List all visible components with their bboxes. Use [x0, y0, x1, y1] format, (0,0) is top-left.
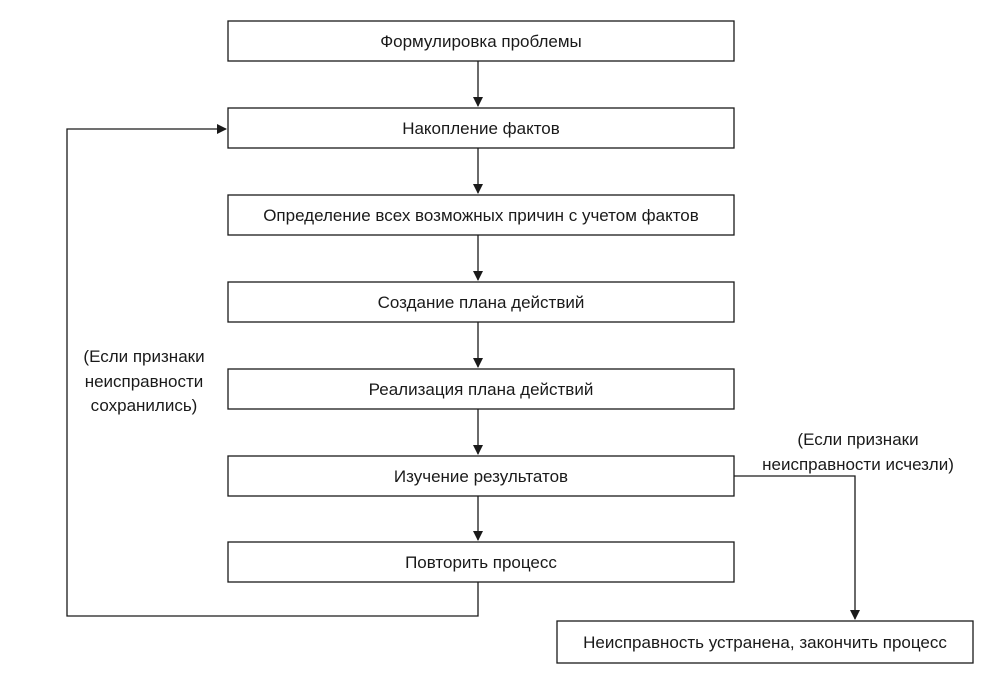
step-label: Определение всех возможных причин с учет…	[263, 206, 699, 225]
note-line: неисправности	[85, 372, 204, 391]
step-identify-causes: Определение всех возможных причин с учет…	[227, 194, 735, 236]
note-line: сохранились)	[91, 396, 198, 415]
step-study-results: Изучение результатов	[227, 455, 735, 497]
step-label: Реализация плана действий	[369, 380, 594, 399]
step-execute-plan: Реализация плана действий	[227, 368, 735, 410]
step-repeat-process: Повторить процесс	[227, 541, 735, 583]
step-label: Формулировка проблемы	[380, 32, 582, 51]
arrow-loop-back-to-collect	[66, 124, 479, 617]
end-step-label: Неисправность устранена, закончить проце…	[583, 633, 947, 652]
exit-condition-note: (Если признаки неисправности исчезли)	[762, 430, 954, 474]
step-label: Изучение результатов	[394, 467, 568, 486]
step-create-plan: Создание плана действий	[227, 281, 735, 323]
step-collect-facts: Накопление фактов	[227, 107, 735, 149]
loop-condition-note: (Если признаки неисправности сохранились…	[83, 347, 204, 415]
step-label: Создание плана действий	[378, 293, 585, 312]
note-line: неисправности исчезли)	[762, 455, 954, 474]
step-end-process: Неисправность устранена, закончить проце…	[556, 620, 974, 664]
step-formulate-problem: Формулировка проблемы	[227, 20, 735, 62]
step-label: Повторить процесс	[405, 553, 557, 572]
note-line: (Если признаки	[83, 347, 204, 366]
note-line: (Если признаки	[797, 430, 918, 449]
step-label: Накопление фактов	[402, 119, 560, 138]
arrow-study-to-end	[734, 475, 860, 620]
